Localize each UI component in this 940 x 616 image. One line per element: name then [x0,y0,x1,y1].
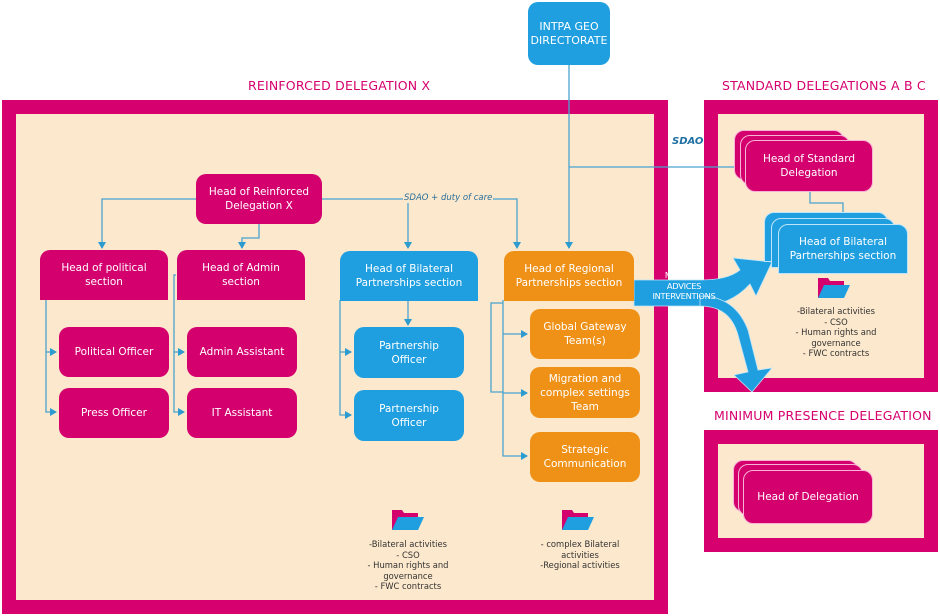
connector-head-bilateral-regional [322,198,412,249]
standard-delegations-title: STANDARD DELEGATIONS A B C [722,78,926,93]
connector-regional-teams [490,302,503,393]
it-assistant-box[interactable]: IT Assistant [187,388,297,438]
migration-complex-settings-box[interactable]: Migration and complex settings Team [530,367,640,418]
connector-head-political [98,198,196,249]
sdao-duty-of-care-label: SDAO + duty of care [403,193,494,203]
standard-portfolio-notes: -Bilateral activities - CSO - Human righ… [795,306,877,359]
connector-admin-assistants [173,274,185,416]
connector-political-officers [45,300,57,416]
folder-icon [818,278,850,298]
standard-head-bilateral-box[interactable]: Head of Bilateral Partnerships section [778,224,908,274]
admin-assistant-box[interactable]: Admin Assistant [187,327,297,377]
head-bilateral-partnerships-box[interactable]: Head of Bilateral Partnerships section [340,251,478,301]
head-reinforced-delegation-box[interactable]: Head of Reinforced Delegation X [196,174,322,224]
reinforced-delegation-title: REINFORCED DELEGATION X [248,78,431,93]
head-of-delegation-box[interactable]: Head of Delegation [743,470,873,524]
head-admin-section-box[interactable]: Head of Admin section [177,250,305,300]
regional-portfolio-notes: - complex Bilateral activities -Regional… [540,539,620,571]
press-officer-box[interactable]: Press Officer [59,388,169,438]
connector-head-admin [238,224,260,249]
global-gateway-team-box[interactable]: Global Gateway Team(s) [530,309,640,359]
head-political-section-box[interactable]: Head of political section [40,250,168,300]
strategic-communication-box[interactable]: Strategic Communication [530,432,640,482]
sdao-label: SDAO [672,136,704,147]
head-standard-delegation-box[interactable]: Head of Standard Delegation [745,140,873,192]
missions-arrow-shape [633,257,773,393]
folder-icon [392,510,424,530]
intpa-geo-directorate-box[interactable]: INTPA GEO DIRECTORATE [528,2,610,65]
connector-standard-head-bilateral [809,188,844,218]
head-regional-partnerships-box[interactable]: Head of Regional Partnerships section [504,251,634,301]
political-officer-box[interactable]: Political Officer [59,327,169,377]
partnership-officer-box-1[interactable]: Partnership Officer [354,327,464,378]
folder-icon [562,510,594,530]
bilateral-portfolio-notes: -Bilateral activities - CSO - Human righ… [367,539,449,592]
minimum-presence-title: MINIMUM PRESENCE DELEGATION [714,408,932,423]
partnership-officer-box-2[interactable]: Partnership Officer [354,390,464,441]
missions-arrow-label: MISSIONS ADVICES INTERVENTIONS [652,270,716,301]
